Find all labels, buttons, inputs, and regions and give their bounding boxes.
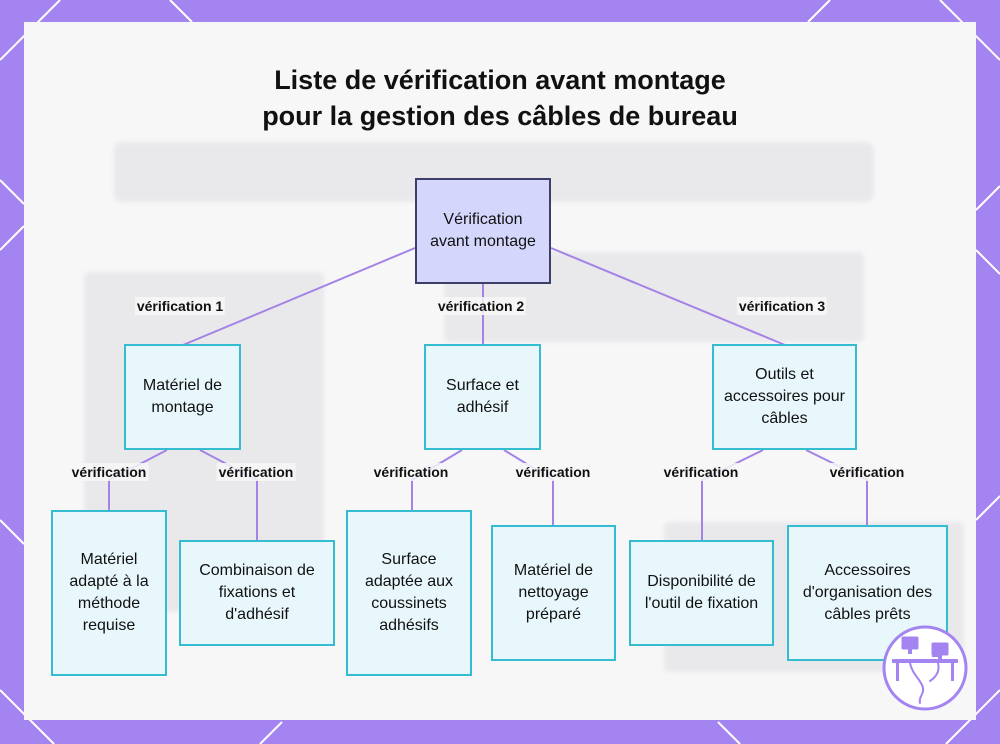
leaf-node-3-2-label: Accessoires d'organisation des câbles pr… xyxy=(802,562,933,623)
branch-node-2-label: Surface et adhésif xyxy=(446,377,519,416)
leaf-node-3-1: Disponibilité de l'outil de fixation xyxy=(629,540,774,646)
title-line-1: Liste de vérification avant montage xyxy=(274,65,726,95)
connector-branch-2-child-2 xyxy=(503,449,554,525)
root-node: Vérification avant montage xyxy=(415,178,551,284)
leaf-node-2-2-label: Matériel de nettoyage préparé xyxy=(513,562,594,623)
edge-label-branch-3: vérification 3 xyxy=(736,297,828,315)
edge-label-leaf-2-1: vérification xyxy=(371,463,451,481)
edge-label-leaf-3-1: vérification xyxy=(661,463,741,481)
connector-root-branch-3 xyxy=(550,247,786,346)
branch-node-3: Outils et accessoires pour câbles xyxy=(712,344,857,450)
edge-label-leaf-1-1: vérification xyxy=(69,463,149,481)
leaf-node-2-1-label: Surface adaptée aux coussinets adhésifs xyxy=(364,551,454,634)
connector-root-branch-1 xyxy=(182,247,416,346)
page-title: Liste de vérification avant montage pour… xyxy=(0,62,1000,134)
leaf-node-1-2-label: Combinaison de fixations et d'adhésif xyxy=(199,562,315,623)
edge-label-branch-1: vérification 1 xyxy=(134,297,226,315)
branch-node-2: Surface et adhésif xyxy=(424,344,541,450)
edge-label-branch-2: vérification 2 xyxy=(435,297,527,315)
edge-label-leaf-2-2: vérification xyxy=(513,463,593,481)
branch-node-1-label: Matériel de montage xyxy=(142,377,223,416)
leaf-node-1-1: Matériel adapté à la méthode requise xyxy=(51,510,167,676)
leaf-node-2-1: Surface adaptée aux coussinets adhésifs xyxy=(346,510,472,676)
edge-label-leaf-1-2: vérification xyxy=(216,463,296,481)
edge-label-leaf-3-2: vérification xyxy=(827,463,907,481)
desk-cable-logo-icon xyxy=(882,625,968,711)
leaf-node-3-1-label: Disponibilité de l'outil de fixation xyxy=(644,573,759,612)
branch-node-1: Matériel de montage xyxy=(124,344,241,450)
title-line-2: pour la gestion des câbles de bureau xyxy=(262,101,738,131)
leaf-node-1-1-label: Matériel adapté à la méthode requise xyxy=(69,551,149,634)
root-node-label: Vérification avant montage xyxy=(430,211,536,250)
branch-node-3-label: Outils et accessoires pour câbles xyxy=(724,366,845,427)
connector-branch-3-child-2 xyxy=(805,449,868,525)
leaf-node-2-2: Matériel de nettoyage préparé xyxy=(491,525,616,661)
leaf-node-1-2: Combinaison de fixations et d'adhésif xyxy=(179,540,335,646)
